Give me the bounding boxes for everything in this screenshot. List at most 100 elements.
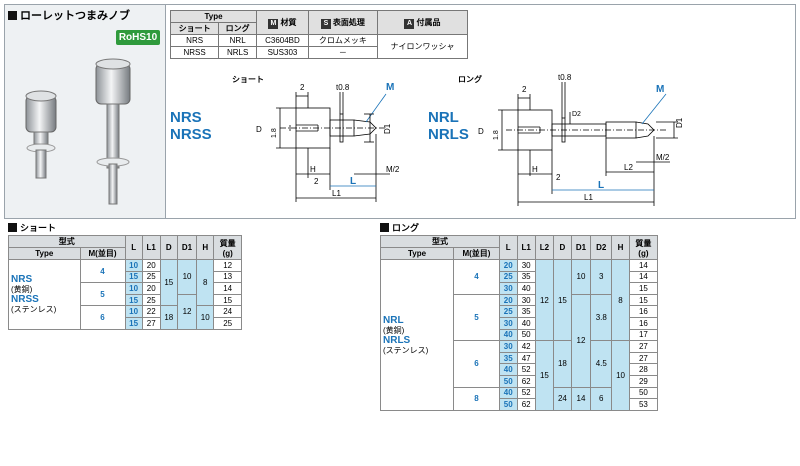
- long-drawing: 2 t0.8 M D2 D 1.8 D1 H 2 L2 M/2 L L1: [478, 73, 684, 206]
- d2-cell: 6: [590, 386, 613, 411]
- spec-cell: －: [307, 46, 378, 59]
- long-dim-l1: L1: [584, 193, 593, 202]
- long-type-label-2: NRLS: [428, 126, 469, 143]
- short-section-title: ショート: [20, 223, 57, 233]
- m-cell: 5: [79, 282, 126, 307]
- long-dim-d2: D2: [572, 111, 581, 118]
- square-bullet-icon: [380, 223, 389, 232]
- l-cell: 15: [124, 293, 143, 307]
- l1-cell: 35: [516, 270, 536, 284]
- l-cell: 40: [498, 386, 518, 400]
- short-dim-2: 2: [300, 83, 305, 92]
- l-cell: 20: [498, 293, 518, 307]
- d-cell: 15: [159, 258, 178, 307]
- col-l: L: [498, 235, 518, 260]
- short-dim-l1: L1: [332, 189, 341, 198]
- mass-cell: 17: [628, 328, 659, 342]
- col-m: M(並目): [453, 247, 500, 260]
- mass-cell: 16: [628, 305, 659, 318]
- d-cell: 24: [553, 386, 572, 411]
- l1-cell: 25: [141, 293, 161, 307]
- short-table: 型式 L L1 D D1 H 質量(g) Type M(並目) NRS (黄銅)…: [8, 235, 242, 330]
- long-section-header: ロング: [380, 221, 419, 234]
- col-l: L: [124, 235, 143, 260]
- long-dim-2: 2: [522, 85, 527, 94]
- h-cell: 8: [196, 258, 215, 307]
- spec-cell: NRS: [169, 34, 220, 47]
- l1-cell: 20: [141, 282, 161, 295]
- mass-cell: 15: [628, 282, 659, 295]
- long-dim-18: 1.8: [493, 130, 500, 140]
- mass-cell: 50: [628, 386, 659, 400]
- d-cell: 15: [553, 258, 572, 342]
- long-caption: ロング: [458, 75, 482, 84]
- product-title: ローレットつまみノブ: [8, 8, 130, 22]
- m-cell: 4: [453, 259, 500, 295]
- spec-cell: SUS303: [256, 46, 309, 59]
- tag-m: M: [268, 18, 279, 29]
- col-h: H: [196, 235, 215, 260]
- spec-cell: NRL: [218, 34, 258, 47]
- l1-cell: 62: [516, 398, 536, 411]
- col-model: 型式: [380, 235, 500, 248]
- col-d1: D1: [570, 235, 592, 260]
- col-mass-label: 質量: [219, 238, 236, 248]
- l1-cell: 27: [141, 316, 161, 330]
- rohs-badge: RoHS10: [116, 30, 160, 45]
- long-dim-d1: D1: [675, 117, 684, 128]
- h-cell: 10: [611, 340, 630, 411]
- l1-cell: 40: [516, 316, 536, 330]
- mass-cell: 14: [628, 270, 659, 284]
- short-dim-m: M: [386, 82, 394, 93]
- type-name-2: NRSS: [11, 294, 39, 306]
- l1-cell: 62: [516, 374, 536, 388]
- h-cell: 10: [196, 305, 215, 330]
- mass-cell: 12: [213, 259, 242, 272]
- square-bullet-icon: [8, 10, 17, 20]
- long-table: 型式 L L1 L2 D D1 D2 H 質量(g) Type M(並目) NR…: [379, 235, 659, 411]
- d2-cell: 3: [590, 259, 613, 295]
- col-model: 型式: [8, 235, 126, 248]
- product-photo: [25, 58, 131, 205]
- col-type: Type: [8, 247, 81, 260]
- m-cell: 4: [79, 258, 126, 284]
- d1-cell: 12: [176, 293, 198, 330]
- l1-cell: 47: [516, 351, 536, 365]
- d2-cell: 3.8: [590, 293, 613, 342]
- l2-cell: 15: [534, 340, 555, 411]
- type-sub-1: (黄銅): [11, 285, 33, 295]
- l-cell: 10: [124, 282, 143, 295]
- l-cell: 30: [498, 282, 518, 295]
- spec-cell: クロムメッキ: [307, 34, 378, 47]
- mass-cell: 14: [628, 259, 659, 272]
- l-cell: 35: [498, 351, 518, 365]
- d1-cell: 12: [570, 293, 592, 388]
- l-cell: 20: [498, 259, 518, 272]
- col-type: Type: [379, 247, 455, 260]
- l-cell: 50: [498, 398, 518, 411]
- type-sub-1: (黄銅): [383, 325, 405, 335]
- l2-cell: 12: [534, 258, 555, 342]
- l-cell: 15: [124, 316, 143, 330]
- mass-cell: 13: [213, 270, 242, 284]
- d2-cell: 4.5: [590, 340, 613, 388]
- long-dim-m: M: [656, 84, 664, 95]
- col-l1: L1: [141, 235, 161, 260]
- mass-cell: 24: [213, 305, 242, 318]
- type-cell: NRL (黄銅) NRLS (ステンレス): [379, 259, 455, 411]
- type-name-1: NRS: [11, 274, 33, 286]
- spec-head-surface-text: 表面処理: [332, 17, 365, 27]
- l1-cell: 52: [516, 386, 536, 400]
- spec-head-short: ショート: [169, 22, 220, 35]
- long-dim-l2: L2: [624, 163, 633, 172]
- long-dim-h: H: [532, 165, 538, 174]
- l1-cell: 30: [516, 259, 536, 272]
- d-cell: 18: [159, 305, 178, 330]
- tag-s: S: [320, 18, 331, 29]
- tag-a: A: [404, 18, 415, 29]
- mass-cell: 15: [213, 293, 242, 307]
- short-dim-m2: M/2: [386, 165, 400, 174]
- col-mass: 質量(g): [213, 235, 242, 260]
